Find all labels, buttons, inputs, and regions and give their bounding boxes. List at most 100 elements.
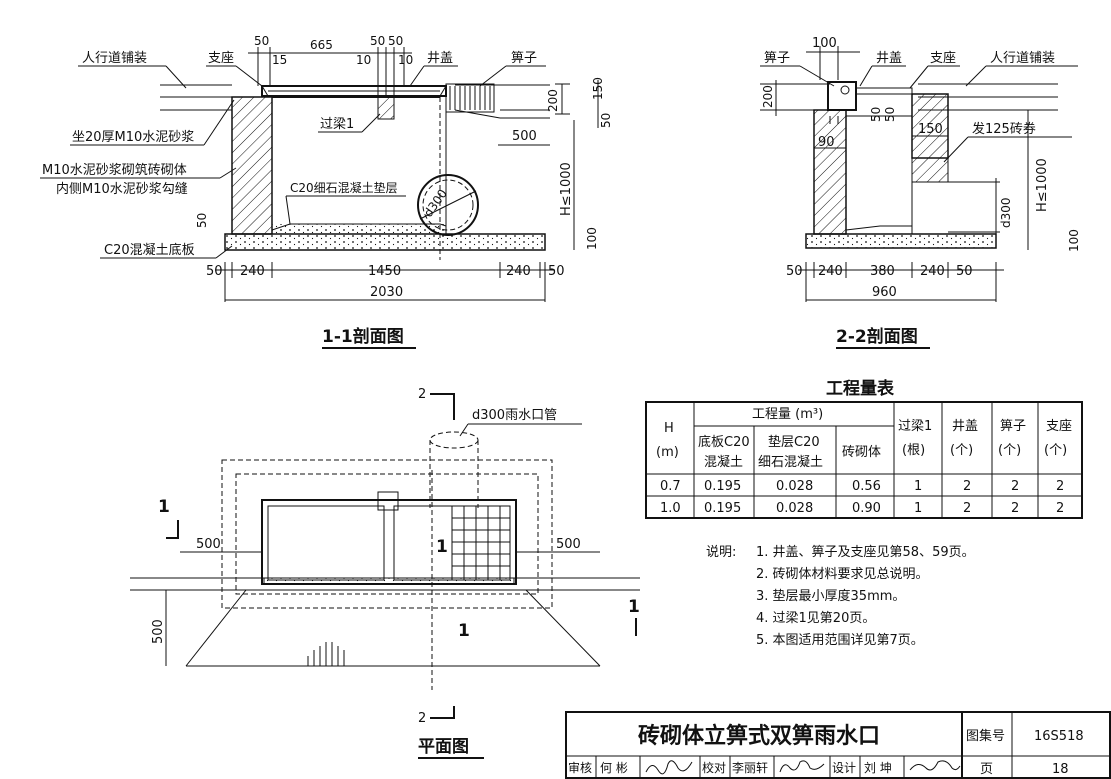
th-support-b: (个) xyxy=(1044,443,1067,458)
label-beam: 过梁1 xyxy=(320,117,354,132)
cut-1-inner-b: 1 xyxy=(458,621,470,641)
plan-dim-500b: 500 xyxy=(556,537,581,552)
label-support: 支座 xyxy=(208,51,234,66)
dim-total-2030: 2030 xyxy=(370,285,403,300)
design-signature xyxy=(909,760,961,771)
label-base: C20混凝土底板 xyxy=(104,242,195,258)
notes-label: 说明: xyxy=(706,545,736,560)
dim-22-150: 150 xyxy=(918,122,943,137)
th-grate-a: 箅子 xyxy=(1000,418,1026,434)
label-mortar: 坐20厚M10水泥砂浆 xyxy=(72,130,194,145)
plan-dim-500a: 500 xyxy=(196,537,221,552)
dim-v-50a: 50 xyxy=(599,113,613,128)
dim-v-150: 150 xyxy=(591,77,605,100)
dim-b-240b: 240 xyxy=(506,264,531,279)
th-group: 工程量 (m³) xyxy=(752,407,823,422)
table-title: 工程量表 xyxy=(826,378,895,399)
cut-1-left: 1 xyxy=(158,497,170,517)
dim-top-10b: 10 xyxy=(398,53,413,67)
dim-h: H≤1000 xyxy=(559,162,574,216)
drawing-title: 砖砌体立箅式双箅雨水口 xyxy=(638,723,880,749)
th-sub2-a: 垫层C20 xyxy=(768,434,820,450)
check-signature xyxy=(779,760,825,773)
dim-b-50a: 50 xyxy=(206,264,223,279)
table-row: 1.0 0.195 0.028 0.90 1 2 2 2 xyxy=(660,501,1064,516)
dim-top-50a: 50 xyxy=(254,34,269,48)
dim-22-100: 100 xyxy=(812,36,837,51)
dim-v-50b: 50 xyxy=(195,213,209,228)
dim-b-240a: 240 xyxy=(240,264,265,279)
th-beam-b: (根) xyxy=(902,443,925,458)
cell: 2 xyxy=(1056,479,1064,494)
dim-top-15: 15 xyxy=(272,53,287,67)
cell: 0.195 xyxy=(704,501,741,516)
dim-22-90: 90 xyxy=(818,135,835,150)
dim-22-100b: 100 xyxy=(1067,229,1081,252)
label-paving-2: 人行道铺装 xyxy=(990,51,1055,66)
cell: 2 xyxy=(1056,501,1064,516)
dim-top-50c: 50 xyxy=(388,34,403,48)
th-sub2-b: 细石混凝土 xyxy=(758,454,823,470)
plan-pipe-label: d300雨水口管 xyxy=(472,408,557,423)
cell: 0.028 xyxy=(776,479,813,494)
cell: 0.90 xyxy=(852,501,881,516)
label-cover: 井盖 xyxy=(427,51,453,66)
cell: 1.0 xyxy=(660,501,681,516)
plan-dim-500c: 500 xyxy=(151,619,166,644)
review-name: 何 彬 xyxy=(600,761,628,775)
th-sub3: 砖砌体 xyxy=(842,445,881,460)
check-name: 李丽轩 xyxy=(732,760,768,775)
plan-title: 平面图 xyxy=(418,737,469,757)
title-block: 砖砌体立箅式双箅雨水口 图集号 16S518 页 18 审核 何 彬 校对 李丽… xyxy=(565,711,1111,779)
cell: 2 xyxy=(1011,479,1019,494)
notes: 说明: 1. 井盖、箅子及支座见第58、59页。 2. 砖砌体材料要求见总说明。… xyxy=(706,544,975,648)
cell: 0.7 xyxy=(660,479,681,494)
design-name: 刘 坤 xyxy=(864,760,892,775)
th-h: H xyxy=(664,421,674,436)
plan-view: 500 500 500 2 2 1 1 1 1 d300雨水口管 平面图 xyxy=(130,387,640,759)
section-2-2: 箅子 井盖 支座 人行道铺装 发125砖券 100 200 50 50 90 1… xyxy=(760,36,1081,349)
review-label: 审核 xyxy=(568,760,592,775)
dim-22-b-50b: 50 xyxy=(956,264,973,279)
dim-22-pipe: d300 xyxy=(999,197,1013,228)
dim-b-1450: 1450 xyxy=(368,264,401,279)
label-grate: 箅子 xyxy=(511,50,537,66)
cell: 2 xyxy=(963,479,971,494)
page-label: 页 xyxy=(980,762,993,777)
dim-500: 500 xyxy=(512,129,537,144)
section-2-2-title: 2-2剖面图 xyxy=(836,326,918,347)
dim-top-50b: 50 xyxy=(370,34,385,48)
dim-b-50b: 50 xyxy=(548,264,565,279)
cut-1-right: 1 xyxy=(628,597,640,617)
label-cover-2: 井盖 xyxy=(876,51,902,66)
dim-22-50b: 50 xyxy=(883,107,897,122)
dim-22-200: 200 xyxy=(761,85,775,108)
cell: 0.195 xyxy=(704,479,741,494)
label-brick-1: M10水泥砂浆砌筑砖砌体 xyxy=(42,162,187,178)
dim-22-b-240b: 240 xyxy=(920,264,945,279)
label-paving: 人行道铺装 xyxy=(82,51,147,66)
page-no: 18 xyxy=(1052,762,1069,777)
dim-v-200: 200 xyxy=(546,89,560,112)
cell: 1 xyxy=(914,479,922,494)
dim-top-10a: 10 xyxy=(356,53,371,67)
label-grate-2: 箅子 xyxy=(764,50,790,66)
dim-top-665: 665 xyxy=(310,38,333,52)
dim-22-total: 960 xyxy=(872,285,897,300)
section-1-1: 人行道铺装 支座 井盖 箅子 过梁1 坐20厚M10水泥砂浆 M10水泥砂浆砌筑… xyxy=(40,34,613,349)
th-sub1-a: 底板C20 xyxy=(698,434,750,450)
design-label: 设计 xyxy=(832,761,856,775)
check-label: 校对 xyxy=(702,760,726,775)
label-support-2: 支座 xyxy=(930,51,956,66)
th-sub1-b: 混凝土 xyxy=(704,454,743,470)
cut-1-inner-a: 1 xyxy=(436,537,448,557)
cell: 1 xyxy=(914,501,922,516)
dim-22-b-50a: 50 xyxy=(786,264,803,279)
atlas-no: 16S518 xyxy=(1034,729,1084,744)
note-item: 5. 本图适用范围详见第7页。 xyxy=(756,633,924,648)
atlas-label: 图集号 xyxy=(966,728,1005,744)
cell: 2 xyxy=(1011,501,1019,516)
th-grate-b: (个) xyxy=(998,443,1021,458)
dim-22-50a: 50 xyxy=(869,107,883,122)
